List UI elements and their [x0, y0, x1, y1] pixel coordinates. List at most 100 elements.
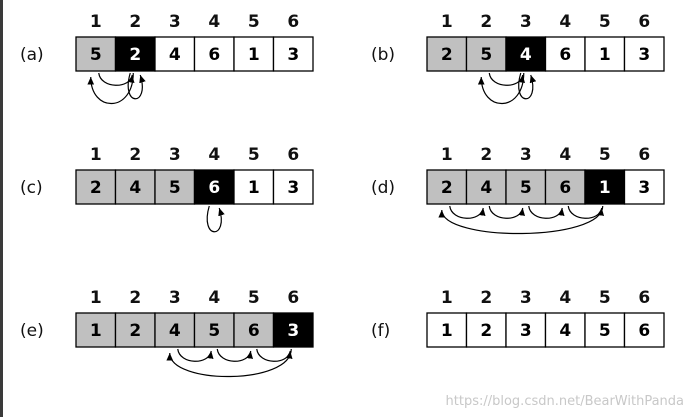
index-label: 6: [638, 288, 650, 308]
array-cell-unsorted: [623, 36, 665, 72]
array-cell-sorted: [154, 169, 196, 205]
index-label: 2: [480, 12, 492, 32]
index-label: 6: [287, 145, 299, 165]
arrow-shift: [488, 205, 525, 219]
cell-value: 2: [129, 321, 141, 341]
cell-value: 1: [599, 45, 611, 65]
index-label: 3: [169, 12, 181, 32]
panel-label: (a): [20, 45, 44, 65]
cell-value: 5: [480, 45, 492, 65]
index-label: 2: [129, 288, 141, 308]
panel-label: (e): [20, 321, 44, 341]
cell-value: 5: [520, 178, 532, 198]
array-cell-unsorted: [233, 169, 275, 205]
left-edge-border: [0, 0, 3, 417]
arrow-insert: [166, 348, 292, 378]
cell-value: 1: [248, 178, 260, 198]
array-cell-sorted: [426, 169, 468, 205]
cell-value: 1: [441, 321, 453, 341]
panel-label: (d): [371, 178, 395, 198]
array-cell-unsorted: [233, 36, 275, 72]
arrow-self: [518, 72, 537, 100]
index-label: 4: [559, 145, 571, 165]
panel-label: (b): [371, 45, 395, 65]
arrow-shift: [256, 348, 293, 362]
array-cell-sorted: [426, 36, 468, 72]
index-label: 2: [480, 145, 492, 165]
arrow-shift: [488, 72, 525, 86]
index-label: 1: [441, 288, 453, 308]
index-label: 1: [90, 12, 102, 32]
index-label: 2: [129, 145, 141, 165]
cell-value: 6: [559, 45, 571, 65]
cell-value: 6: [208, 178, 220, 198]
arrow-shift: [449, 205, 486, 219]
arrow-shift: [216, 348, 253, 362]
cell-value: 5: [169, 178, 181, 198]
cell-value: 3: [287, 178, 299, 198]
array-cell-sorted: [465, 169, 507, 205]
index-label: 3: [169, 145, 181, 165]
index-label: 6: [638, 145, 650, 165]
array-cell-unsorted: [584, 312, 626, 348]
array-cell-unsorted: [272, 36, 314, 72]
array-cell-sorted: [75, 169, 117, 205]
array-cell-unsorted: [623, 312, 665, 348]
index-label: 3: [520, 145, 532, 165]
array-cell-key: [272, 312, 314, 348]
array-cell-unsorted: [584, 36, 626, 72]
cell-value: 5: [208, 321, 220, 341]
arrow-shift: [98, 72, 135, 86]
index-label: 3: [169, 288, 181, 308]
cell-value: 2: [480, 321, 492, 341]
cell-value: 2: [129, 45, 141, 65]
index-label: 2: [480, 288, 492, 308]
cell-value: 4: [129, 178, 141, 198]
cell-value: 4: [480, 178, 492, 198]
index-label: 5: [248, 145, 260, 165]
arrow-self: [127, 72, 146, 100]
array-cell-unsorted: [193, 36, 235, 72]
index-label: 5: [599, 145, 611, 165]
cell-value: 4: [559, 321, 571, 341]
cell-value: 2: [90, 178, 102, 198]
array-cell-unsorted: [623, 169, 665, 205]
array-cell-sorted: [193, 312, 235, 348]
arrow-shift: [177, 348, 214, 362]
cell-value: 6: [248, 321, 260, 341]
cell-value: 4: [169, 321, 181, 341]
arrow-shift: [528, 205, 565, 219]
cell-value: 1: [599, 178, 611, 198]
cell-value: 6: [638, 321, 650, 341]
panel-label: (c): [20, 178, 43, 198]
cell-value: 5: [599, 321, 611, 341]
index-label: 1: [90, 145, 102, 165]
index-label: 5: [599, 288, 611, 308]
cell-value: 4: [169, 45, 181, 65]
index-label: 4: [559, 288, 571, 308]
cell-value: 6: [208, 45, 220, 65]
cell-value: 3: [287, 321, 299, 341]
index-label: 6: [287, 12, 299, 32]
array-cell-key: [505, 36, 547, 72]
index-label: 4: [208, 12, 220, 32]
index-label: 4: [208, 145, 220, 165]
cell-value: 2: [441, 178, 453, 198]
arrow-shift: [567, 205, 604, 219]
panel-c: (c) 1 2 3 4 5 6 2 4 5 6 1 3: [20, 145, 314, 233]
cell-value: 6: [559, 178, 571, 198]
watermark: https://blog.csdn.net/BearWithPanda: [445, 394, 684, 409]
index-label: 4: [559, 12, 571, 32]
index-label: 5: [248, 12, 260, 32]
cell-value: 1: [248, 45, 260, 65]
arrow-insert: [87, 72, 134, 105]
index-label: 1: [90, 288, 102, 308]
index-label: 2: [129, 12, 141, 32]
cell-value: 3: [520, 321, 532, 341]
index-label: 6: [638, 12, 650, 32]
index-label: 4: [208, 288, 220, 308]
